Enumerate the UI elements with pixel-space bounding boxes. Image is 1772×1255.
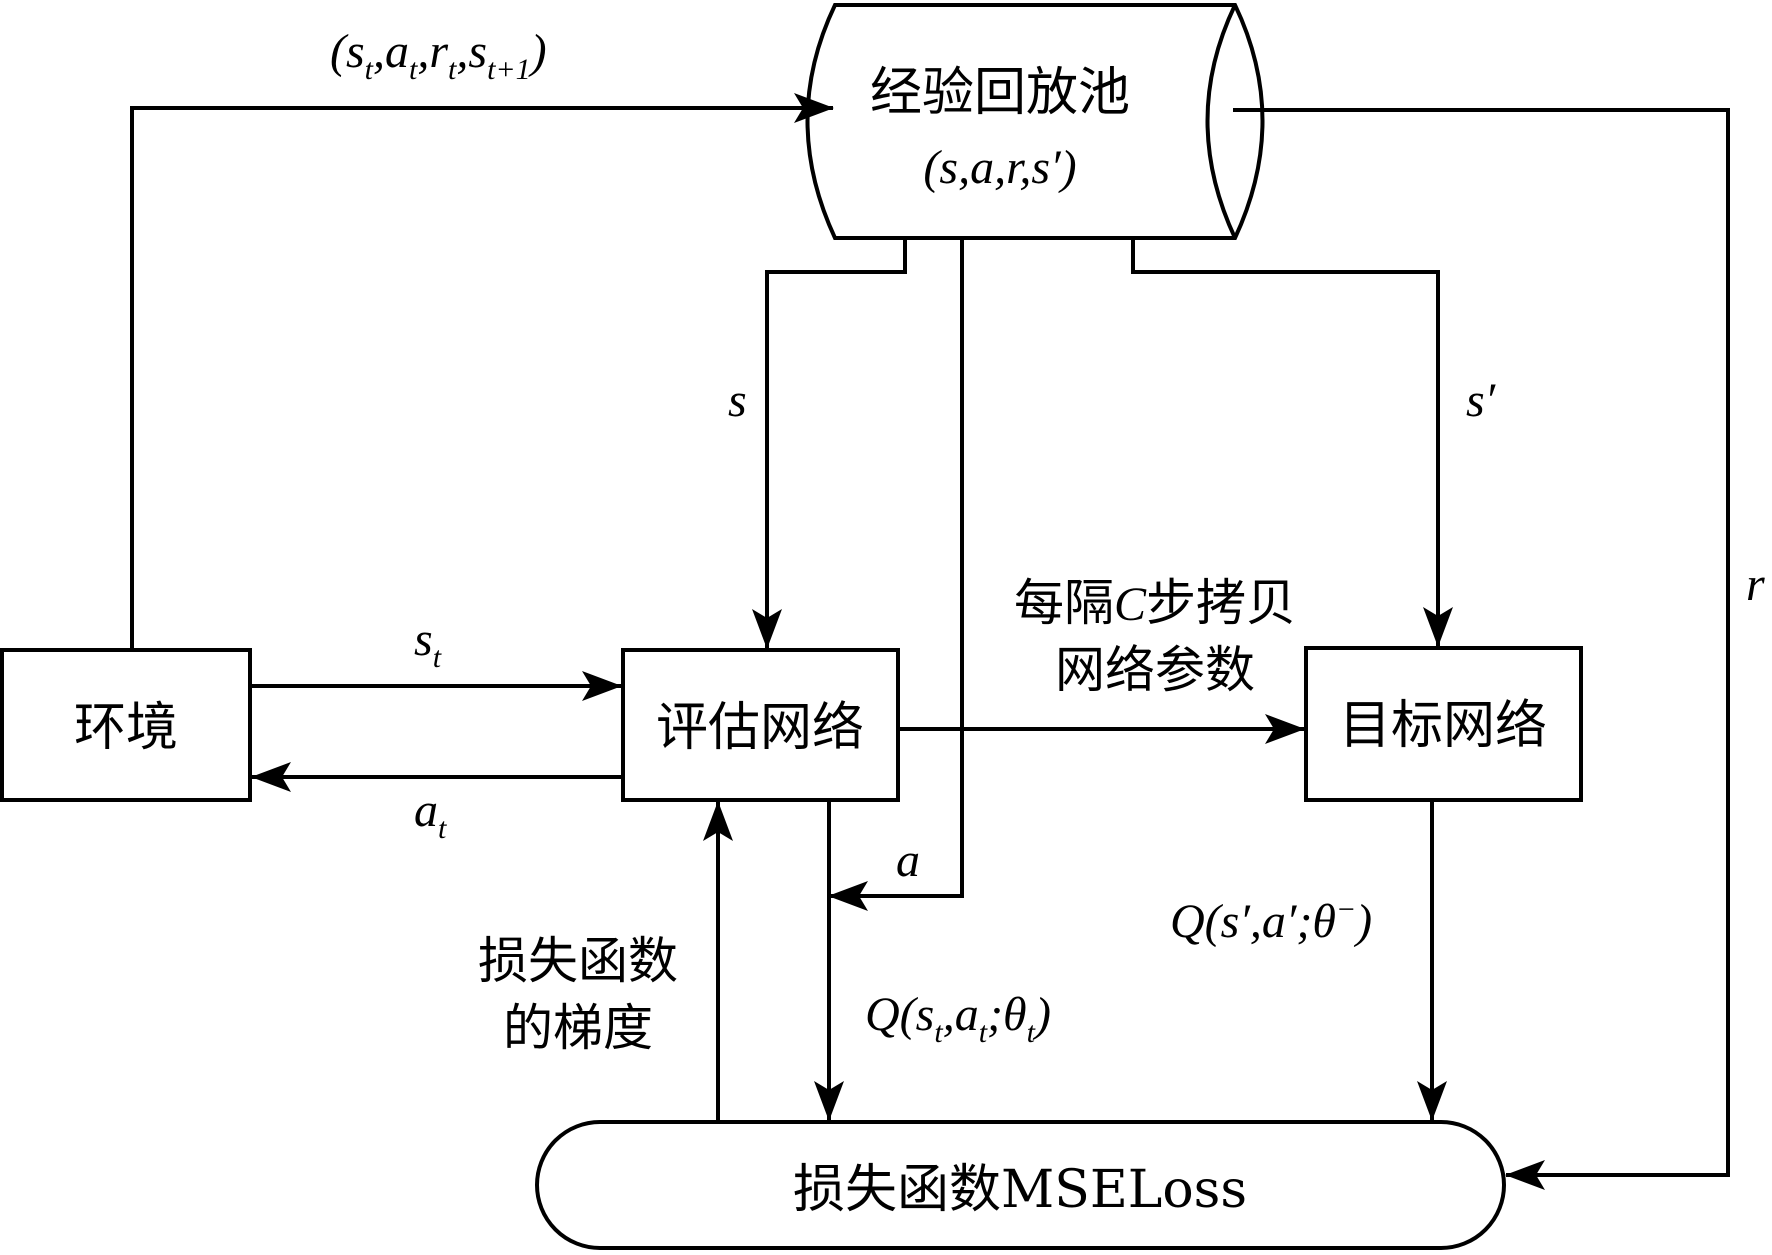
edge-env-to-eval: st — [250, 613, 622, 701]
edge-pool-to-eval-action: a — [828, 238, 964, 911]
edge-eval-to-target-label-line2: 网络参数 — [1055, 641, 1255, 699]
loss-node: 损失函数MSELoss — [535, 1120, 1506, 1250]
edge-eval-to-loss-label: Q(st,at;θt) — [865, 988, 1051, 1049]
edge-target-to-loss: Q(s′,a′;θ−) — [1170, 800, 1447, 1121]
edge-eval-to-env-label: at — [414, 784, 447, 845]
edge-pool-to-eval-label: s — [728, 374, 747, 427]
edge-pool-to-eval-action-label: a — [896, 834, 920, 887]
edge-loss-to-eval-label-line1: 损失函数 — [478, 932, 678, 990]
edge-env-to-eval-label: st — [414, 613, 442, 674]
edge-eval-to-target-label-line1: 每隔C步拷贝 — [1014, 574, 1296, 632]
eval-network-node: 评估网络 — [621, 648, 900, 802]
edge-env-to-pool: (st,at,rt,st+1) — [130, 25, 834, 650]
edge-eval-to-env: at — [251, 762, 623, 845]
edge-loss-to-eval: 损失函数 的梯度 — [478, 801, 733, 1122]
replay-pool-node: 经验回放池 (s,a,r,s′) — [805, 2, 1265, 240]
edge-pool-to-target: s′ — [1131, 238, 1497, 647]
environment-node: 环境 — [0, 648, 252, 802]
edge-env-to-pool-label: (st,at,rt,st+1) — [330, 25, 547, 86]
target-network-label: 目标网络 — [1339, 696, 1547, 756]
target-network-node: 目标网络 — [1304, 646, 1583, 802]
edge-pool-to-eval: s — [728, 238, 907, 649]
edge-eval-to-target: 每隔C步拷贝 网络参数 — [898, 574, 1305, 744]
environment-label: 环境 — [74, 698, 178, 758]
edge-pool-to-target-label: s′ — [1466, 374, 1497, 427]
loss-label: 损失函数MSELoss — [793, 1160, 1247, 1220]
edge-pool-to-loss: r — [1233, 108, 1765, 1190]
edge-loss-to-eval-label-line2: 的梯度 — [503, 999, 653, 1057]
replay-pool-tuple: (s,a,r,s′) — [923, 141, 1076, 194]
edge-target-to-loss-label: Q(s′,a′;θ−) — [1170, 893, 1372, 948]
edge-pool-to-loss-label: r — [1746, 558, 1765, 611]
edge-eval-to-loss: Q(st,at;θt) — [814, 800, 1051, 1121]
eval-network-label: 评估网络 — [656, 698, 864, 758]
replay-pool-title: 经验回放池 — [870, 63, 1130, 123]
